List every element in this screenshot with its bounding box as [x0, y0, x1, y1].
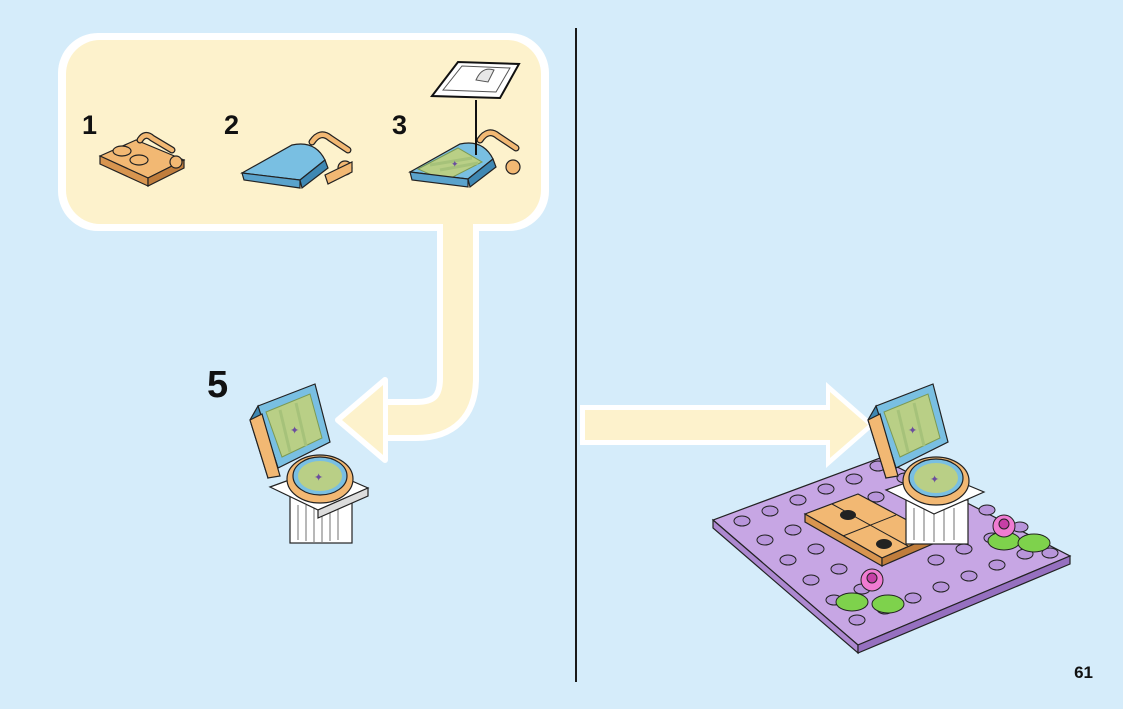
substep-number-3: 3 — [392, 110, 408, 140]
step-number: 5 — [207, 364, 229, 406]
step-5-chair: ✦ ✦ — [249, 383, 370, 544]
svg-text:✦: ✦ — [451, 160, 459, 170]
substep-number-2: 2 — [224, 110, 240, 140]
substep-3-part: ✦ — [408, 60, 521, 189]
svg-text:✦: ✦ — [930, 473, 939, 486]
flower-left — [835, 568, 905, 614]
substep-1-part — [98, 131, 186, 187]
final-assembly: ✦ ✦ — [711, 383, 1072, 655]
arrow-right — [580, 382, 875, 468]
page-number: 61 — [1074, 663, 1093, 682]
svg-text:✦: ✦ — [314, 471, 323, 484]
page-divider — [575, 28, 577, 682]
svg-text:✦: ✦ — [908, 424, 917, 437]
substep-number-1: 1 — [82, 110, 98, 140]
svg-text:✦: ✦ — [290, 424, 299, 437]
substep-2-part — [240, 131, 353, 190]
flower-right — [987, 514, 1051, 553]
